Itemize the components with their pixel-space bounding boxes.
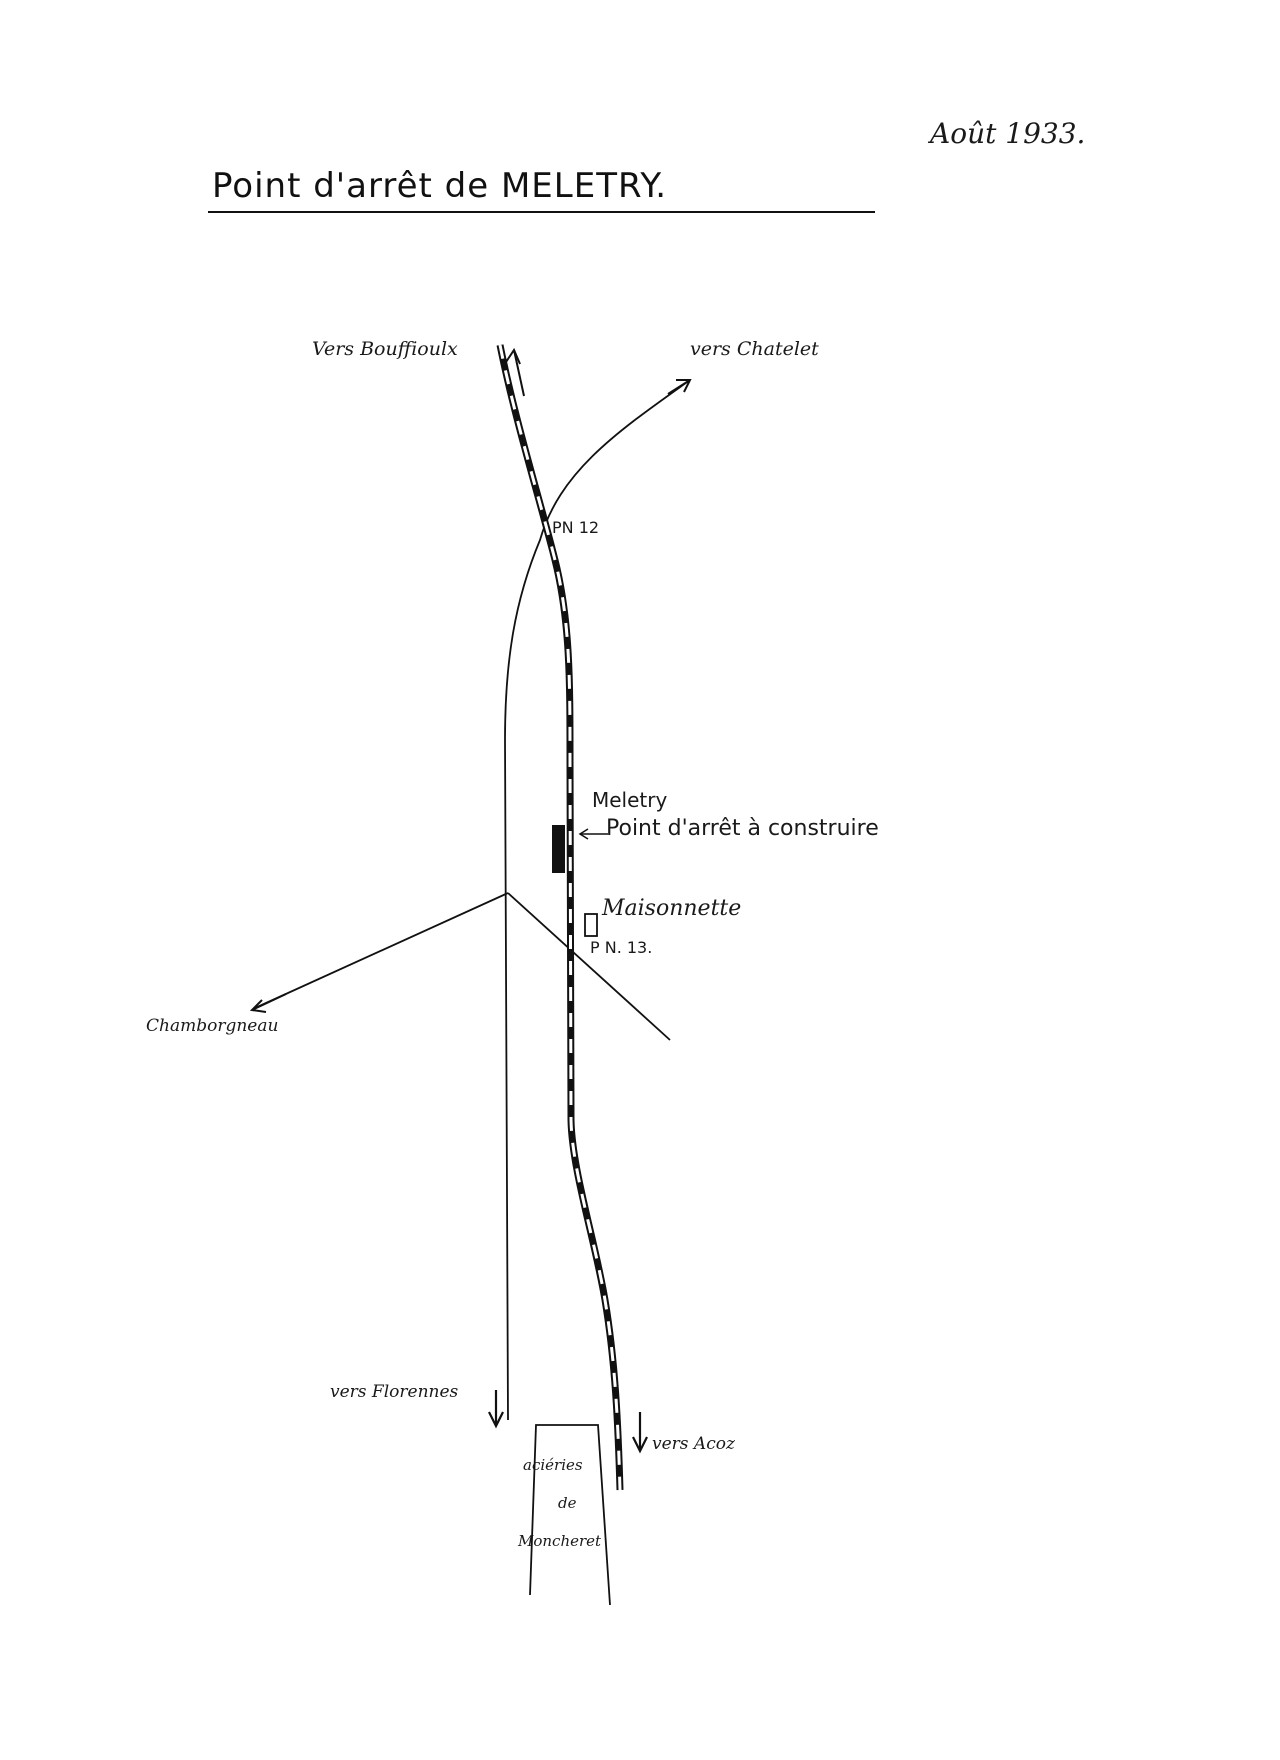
maisonnette-building: [584, 913, 598, 937]
map-title: Point d'arrêt de MELETRY.: [212, 166, 668, 206]
railway-line: [496, 344, 624, 1491]
label-to-chamborgneau: Chamborgneau: [146, 1016, 279, 1036]
road-chatelet-florennes: [504, 379, 691, 1421]
arrow-chamborgneau-icon: [249, 993, 287, 1013]
road-southeast: [507, 892, 671, 1041]
label-maisonnette: Maisonnette: [602, 896, 742, 921]
station-platform: [552, 825, 565, 873]
label-acieries-1: aciéries: [523, 1456, 583, 1474]
label-pn13: P N. 13.: [590, 938, 653, 957]
arrow-florennes-icon: [488, 1390, 504, 1429]
label-to-bouffioulx: Vers Bouffioulx: [312, 338, 458, 360]
label-station-note: Point d'arrêt à construire: [606, 816, 879, 841]
label-pn12: PN 12: [552, 518, 600, 537]
label-to-acoz: vers Acoz: [652, 1434, 735, 1454]
station-pointer-icon: [578, 828, 608, 840]
label-to-chatelet: vers Chatelet: [690, 338, 819, 360]
map-date: Août 1933.: [930, 117, 1086, 150]
label-acieries-3: Moncheret: [518, 1532, 602, 1550]
arrow-acoz-icon: [632, 1412, 648, 1454]
label-station-name: Meletry: [592, 788, 668, 812]
label-to-florennes: vers Florennes: [330, 1382, 459, 1402]
arrow-north-icon: [505, 347, 525, 397]
road-chamborgneau: [254, 892, 509, 1009]
acieries-outline: [529, 1424, 611, 1606]
arrow-chatelet-icon: [667, 379, 692, 395]
label-acieries-2: de: [558, 1494, 577, 1512]
